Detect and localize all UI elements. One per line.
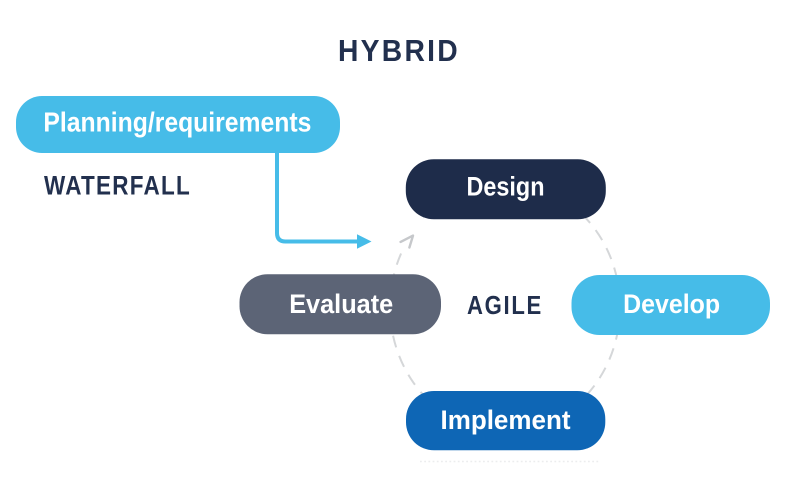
svg-text:Planning/requirements: Planning/requirements: [43, 107, 311, 138]
svg-text:WATERFALL: WATERFALL: [44, 171, 191, 201]
svg-text:HYBRID: HYBRID: [338, 33, 460, 68]
svg-text:Develop: Develop: [623, 289, 720, 319]
svg-text:Evaluate: Evaluate: [289, 289, 393, 319]
svg-text:AGILE: AGILE: [467, 290, 543, 320]
svg-text:Design: Design: [467, 172, 545, 202]
svg-text:Implement: Implement: [441, 405, 571, 435]
